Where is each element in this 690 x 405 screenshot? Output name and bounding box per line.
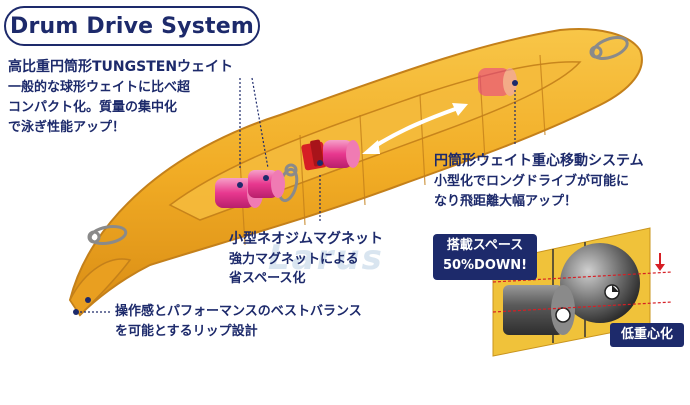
badge-line2: 50%DOWN! xyxy=(442,258,528,273)
low-cg-label: 低重心化 xyxy=(610,323,684,347)
space-down-badge: 搭載スペース 50%DOWN! xyxy=(433,234,537,280)
lure-lip xyxy=(69,258,132,317)
movement-arrow xyxy=(362,103,468,154)
magnet-line2: 省スペース化 xyxy=(229,271,306,286)
leader-lines xyxy=(76,77,516,313)
lure-ribs xyxy=(239,54,546,246)
watermark: Larus xyxy=(268,238,384,278)
sphere-weight xyxy=(560,243,640,323)
drive-heading: 円筒形ウェイト重心移動システム xyxy=(434,153,644,169)
tungsten-line3: で泳ぎ性能アップ！ xyxy=(8,120,126,135)
badge-line1: 搭載スペース xyxy=(446,238,524,253)
drive-line2: なり飛距離大幅アップ！ xyxy=(434,194,578,209)
belly-hook-ring-front xyxy=(87,225,128,245)
tail-hook-ring xyxy=(589,36,629,60)
title-badge: Drum Drive System xyxy=(4,6,260,46)
tungsten-weight-middle xyxy=(323,140,360,168)
page-title: Drum Drive System xyxy=(10,13,254,39)
tungsten-line2: コンパクト化。質量の集中化 xyxy=(8,100,178,115)
lip-line1: 操作感とパフォーマンスのベストバランス xyxy=(115,304,362,319)
tungsten-heading: 高比重円筒形TUNGSTENウェイト xyxy=(8,59,234,75)
magnet-heading: 小型ネオジムマグネット xyxy=(229,231,383,247)
lip-line2: を可能とするリップ設計 xyxy=(115,324,258,339)
nose-eyelet xyxy=(85,297,91,303)
tungsten-weight-front xyxy=(215,170,285,208)
magnet-line1: 強力マグネットによる xyxy=(229,252,359,267)
tungsten-weight-shifted xyxy=(478,68,517,96)
tungsten-line1: 一般的な球形ウェイトに比べ超 xyxy=(8,80,191,95)
drive-line1: 小型化でロングドライブが可能に xyxy=(434,174,630,189)
